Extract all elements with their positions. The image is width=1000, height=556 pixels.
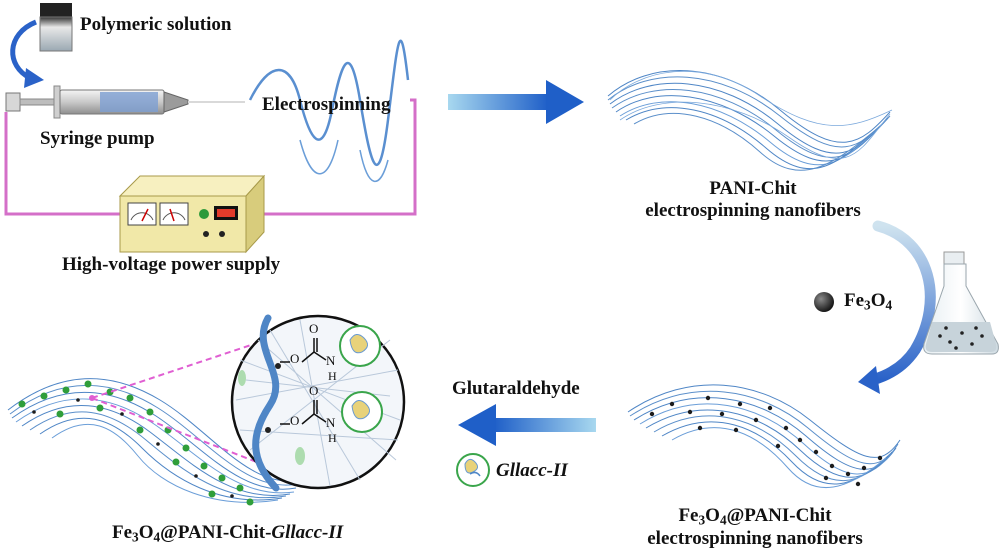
chem-n-bottom: N bbox=[326, 415, 336, 430]
power-supply-label: High-voltage power supply bbox=[62, 254, 281, 275]
power-supply-icon bbox=[118, 174, 266, 254]
pani-chit-nanofiber-mat bbox=[607, 70, 893, 171]
final-product-label: Fe3O4@PANI-Chit-Gllacc-II bbox=[112, 522, 344, 545]
polymeric-solution-label: Polymeric solution bbox=[80, 14, 232, 35]
pani-chit-label: PANI-Chit electrospinning nanofibers bbox=[618, 178, 888, 222]
flask-icon bbox=[923, 251, 999, 355]
vial-icon bbox=[39, 3, 73, 52]
zoom-guide-lines bbox=[89, 337, 273, 469]
fe3o4-pani-chit-nanofiber-mat bbox=[627, 384, 901, 489]
glutaraldehyde-label: Glutaraldehyde bbox=[452, 378, 580, 399]
syringe-pump-label: Syringe pump bbox=[40, 128, 155, 149]
curved-arrow-down bbox=[858, 220, 936, 394]
chem-h-top: H bbox=[328, 369, 337, 383]
chem-h-bottom: H bbox=[328, 431, 337, 445]
chem-n-top: N bbox=[326, 353, 336, 368]
transfer-arrow-icon bbox=[10, 19, 44, 88]
final-product-fiber-mat bbox=[7, 378, 301, 506]
syringe-icon bbox=[5, 85, 245, 119]
fe3o4-pani-chit-label: Fe3O4@PANI-Chit electrospinning nanofibe… bbox=[647, 505, 863, 549]
chem-o-double-top: O bbox=[309, 321, 319, 336]
chem-o-single-bottom: O bbox=[290, 413, 300, 428]
process-arrow-right bbox=[448, 80, 584, 124]
pani-chit-line2: electrospinning nanofibers bbox=[645, 199, 861, 221]
fe3o4-pani-chit-line2: electrospinning nanofibers bbox=[647, 527, 863, 549]
circuit-wire bbox=[4, 98, 417, 216]
pani-chit-line1: PANI-Chit bbox=[709, 178, 797, 199]
gllacc-label: Gllacc-II bbox=[496, 460, 568, 481]
electrospinning-jet-icon bbox=[248, 39, 410, 182]
process-arrow-left bbox=[458, 404, 596, 446]
fe3o4-label: Fe3O4 bbox=[844, 290, 893, 313]
magnified-view bbox=[230, 314, 406, 492]
fe3o4-particle-icon bbox=[814, 292, 834, 312]
electrospinning-label: Electrospinning bbox=[262, 94, 391, 115]
enzyme-icon bbox=[456, 453, 490, 487]
chem-o-single-top: O bbox=[290, 351, 300, 366]
chem-o-double-bottom: O bbox=[309, 383, 319, 398]
